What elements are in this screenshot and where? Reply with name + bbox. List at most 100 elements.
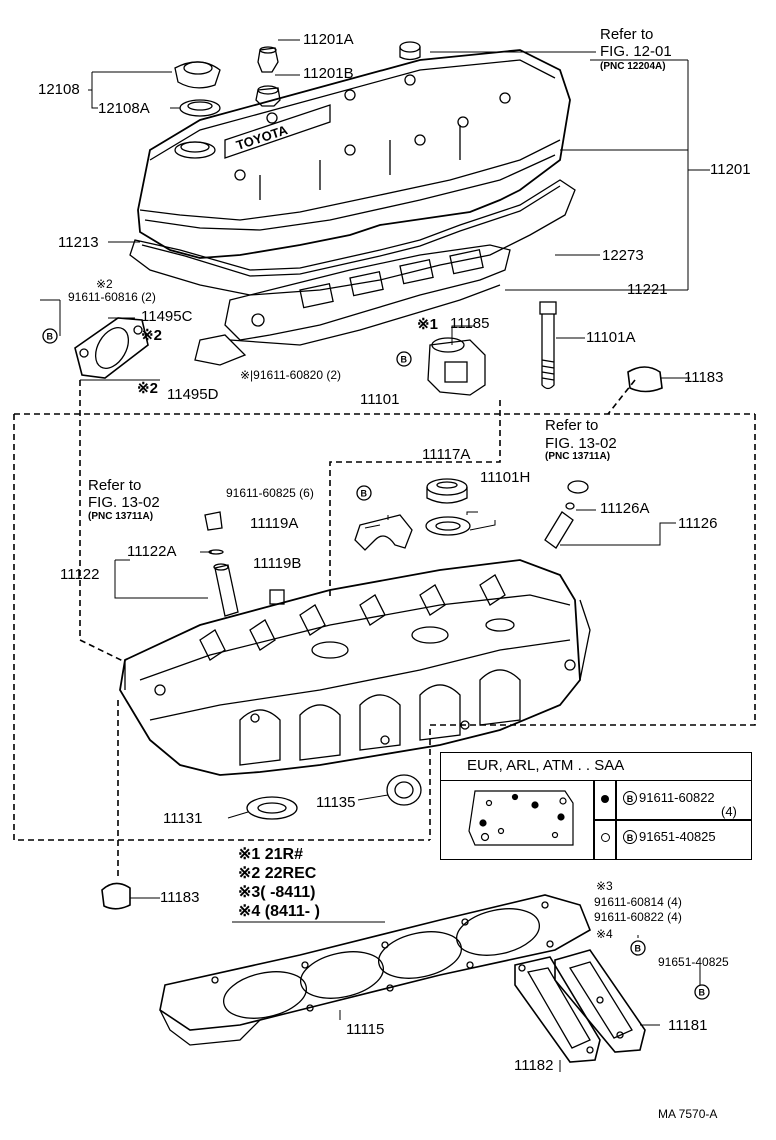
refer-fig-13-02-right-line2: FIG. 13-02: [545, 435, 617, 452]
legend-part-91611-60822: 91611-60822: [639, 790, 715, 805]
note-22rec: ※2 22REC: [238, 865, 317, 882]
label-11101H: 11101H: [480, 469, 531, 486]
label-11495D: 11495D: [167, 386, 219, 403]
valve-seal-left: [204, 511, 223, 531]
bolt-symbols: B B B B B: [42, 328, 710, 1000]
refer-fig-12-01-line2: FIG. 12-01: [600, 43, 672, 60]
bolt-b-icon: B: [623, 830, 637, 844]
label-bolt-91611-60816: 91611-60816 (2): [68, 290, 156, 304]
label-12273: 12273: [602, 247, 644, 264]
label-11122A: 11122A: [127, 543, 177, 560]
svg-text:B: B: [635, 944, 642, 954]
legend-divider-3: [593, 819, 751, 821]
label-11122: 11122: [60, 566, 100, 583]
label-star2-c: ※2: [137, 380, 158, 397]
refer-fig-13-02-left-pnc: (PNC 13711A): [88, 511, 154, 522]
plug-11183-top: [627, 366, 663, 393]
assembly-dashed-box: [13, 379, 756, 880]
label-11182: 11182: [514, 1057, 554, 1074]
valve-cover-11201: TOYOTA: [137, 49, 571, 259]
leader-lines: [40, 39, 710, 1072]
label-bolt-91611-60814: 91611-60814 (4): [594, 895, 682, 909]
label-star2-b: ※2: [141, 327, 162, 344]
svg-text:B: B: [401, 355, 408, 365]
bearing-cap-11119A: [354, 514, 413, 551]
refer-fig-13-02-left-line1: Refer to: [88, 477, 142, 494]
seal-11131: [246, 796, 298, 820]
footer-reference: MA 7570-A: [658, 1107, 718, 1121]
label-star4: ※4: [596, 927, 613, 941]
label-11101: 11101: [360, 391, 400, 408]
svg-text:B: B: [361, 489, 368, 499]
oil-filler-cap-12108: [174, 61, 221, 117]
gasket-11213: [129, 179, 576, 296]
label-11117A: 11117A: [422, 446, 471, 463]
label-11126: 11126: [678, 515, 718, 532]
svg-text:B: B: [699, 988, 706, 998]
cover-plate-11182: [514, 956, 601, 1063]
valve-guide-11126: [544, 480, 589, 549]
refer-fig-12-01-pnc: (PNC 12204A): [600, 61, 666, 72]
label-star1: ※1: [417, 316, 438, 333]
plug-11117A: [426, 478, 468, 504]
label-bolt-91651-40825: 91651-40825: [658, 955, 729, 969]
label-bolt-91611-60820: ※|91611-60820 (2): [240, 368, 342, 382]
note-21r: ※1 21R#: [238, 846, 303, 863]
label-star2-a: ※2: [96, 277, 113, 291]
open-dot-icon: [601, 833, 610, 842]
label-11213: 11213: [58, 234, 99, 251]
legend-title: EUR, ARL, ATM . . SAA: [441, 753, 751, 781]
svg-text:B: B: [47, 332, 54, 342]
label-11183-bottom: 11183: [160, 889, 200, 906]
label-11119B: 11119B: [253, 555, 302, 572]
plug-11183-bottom: [101, 882, 131, 910]
legend-part-91651-40825: 91651-40825: [639, 829, 716, 844]
note-8411-before: ※3( -8411): [238, 884, 316, 901]
gasket-11221: [194, 244, 511, 366]
stud-bolt-11101A: [539, 301, 557, 390]
label-11201B: 11201B: [303, 65, 354, 82]
cylinder-head-11101: [119, 559, 591, 776]
water-outlet-11185: [427, 337, 486, 396]
seal-11135: [386, 774, 422, 806]
label-11119A: 11119A: [250, 515, 299, 532]
label-11183-top: 11183: [684, 369, 724, 386]
note-8411-after: ※4 (8411- ): [238, 903, 320, 920]
refer-fig-13-02-left-line2: FIG. 13-02: [88, 494, 160, 511]
legend-plate-drawing: [468, 790, 574, 846]
grommet-11201A: [257, 46, 279, 73]
label-12108A: 12108A: [98, 100, 150, 117]
filled-dot-icon: [601, 795, 609, 803]
label-11181: 11181: [668, 1017, 708, 1034]
label-bolt-91611-60825: 91611-60825 (6): [226, 486, 314, 500]
legend-box: EUR, ARL, ATM . . SAA B 91611-60822 (4) …: [440, 752, 752, 860]
refer-fig-13-02-right-line1: Refer to: [545, 417, 599, 434]
refer-fig-12-01-line1: Refer to: [600, 26, 654, 43]
label-11115: 11115: [346, 1021, 385, 1038]
plate-11495C: [74, 317, 149, 379]
gasket-11101H: [425, 516, 471, 536]
refer-fig-13-02-right-pnc: (PNC 13711A): [545, 451, 611, 462]
dowel-11119B: [269, 589, 285, 605]
label-11221: 11221: [627, 281, 668, 298]
grommet-top: [399, 41, 421, 61]
cover-plate-11181: [554, 949, 646, 1053]
label-12108: 12108: [38, 81, 80, 98]
label-11201: 11201: [710, 161, 751, 178]
head-gasket-11115: [159, 894, 592, 1046]
label-star3: ※3: [596, 879, 613, 893]
label-11495C: 11495C: [141, 308, 193, 325]
svg-text:TOYOTA: TOYOTA: [234, 122, 290, 153]
bolt-b-icon: B: [623, 791, 637, 805]
valve-guide-11122: [208, 549, 239, 617]
label-11135: 11135: [316, 794, 356, 811]
label-11126A: 11126A: [600, 500, 650, 517]
label-bolt-91611-60822: 91611-60822 (4): [594, 910, 682, 924]
label-11185: 11185: [450, 315, 490, 332]
label-11131: 11131: [163, 810, 203, 827]
legend-qty-4: (4): [721, 804, 737, 819]
label-11101A: 11101A: [586, 329, 636, 346]
grommet-11201B: [255, 85, 281, 107]
